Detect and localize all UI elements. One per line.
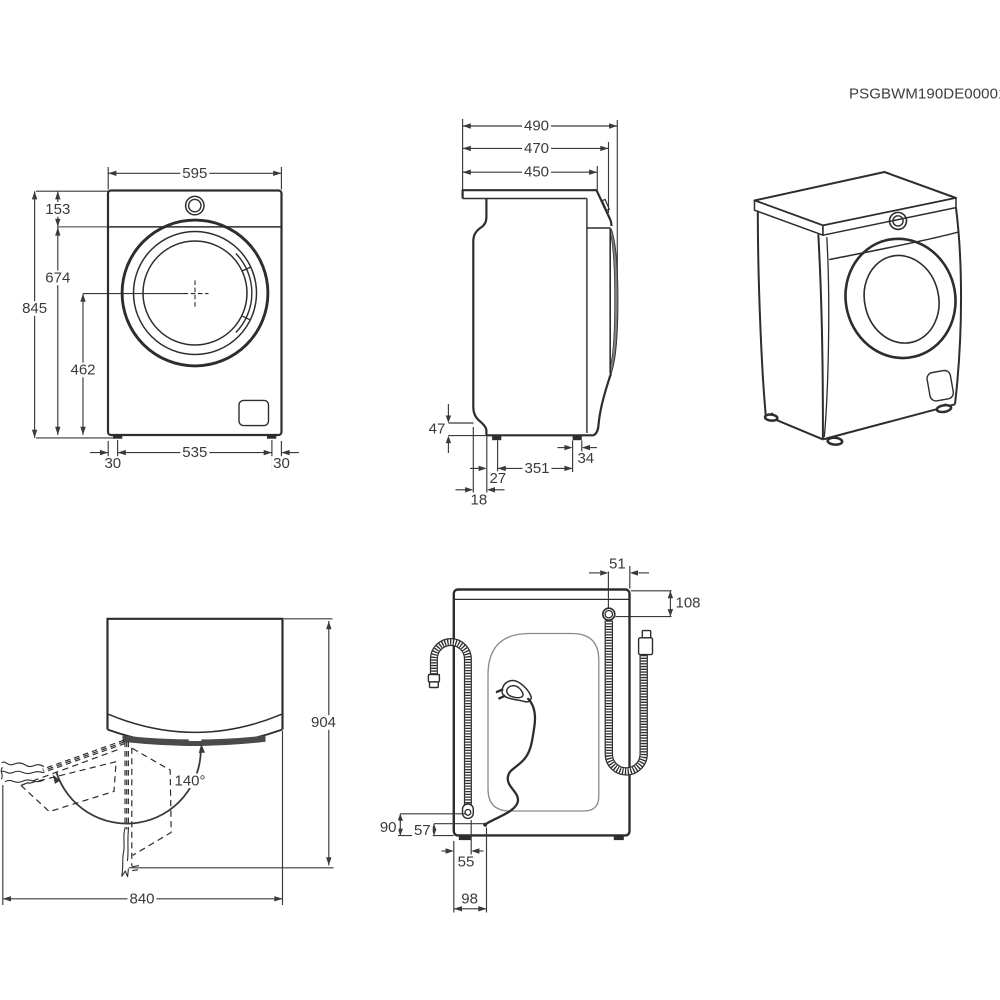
svg-text:27: 27 (489, 470, 506, 487)
svg-text:55: 55 (458, 853, 475, 870)
svg-text:30: 30 (273, 455, 290, 472)
svg-text:674: 674 (45, 269, 70, 286)
svg-text:840: 840 (129, 890, 154, 907)
svg-text:845: 845 (22, 300, 47, 317)
svg-text:153: 153 (45, 201, 70, 218)
svg-text:351: 351 (524, 460, 549, 477)
svg-text:904: 904 (311, 714, 336, 731)
svg-text:140°: 140° (174, 772, 205, 789)
svg-text:PSGBWM190DE00001: PSGBWM190DE00001 (849, 85, 1000, 102)
svg-text:90: 90 (380, 819, 397, 836)
svg-text:34: 34 (577, 450, 594, 467)
svg-text:51: 51 (609, 556, 626, 573)
svg-text:47: 47 (429, 420, 446, 437)
svg-text:57: 57 (414, 822, 431, 839)
svg-text:462: 462 (70, 362, 95, 379)
svg-text:108: 108 (675, 595, 700, 612)
svg-text:535: 535 (182, 444, 207, 461)
svg-text:470: 470 (524, 140, 549, 157)
svg-text:595: 595 (182, 165, 207, 182)
svg-text:450: 450 (524, 164, 549, 181)
svg-text:18: 18 (471, 491, 488, 508)
svg-text:490: 490 (524, 118, 549, 135)
svg-text:30: 30 (104, 455, 121, 472)
svg-text:98: 98 (461, 890, 478, 907)
